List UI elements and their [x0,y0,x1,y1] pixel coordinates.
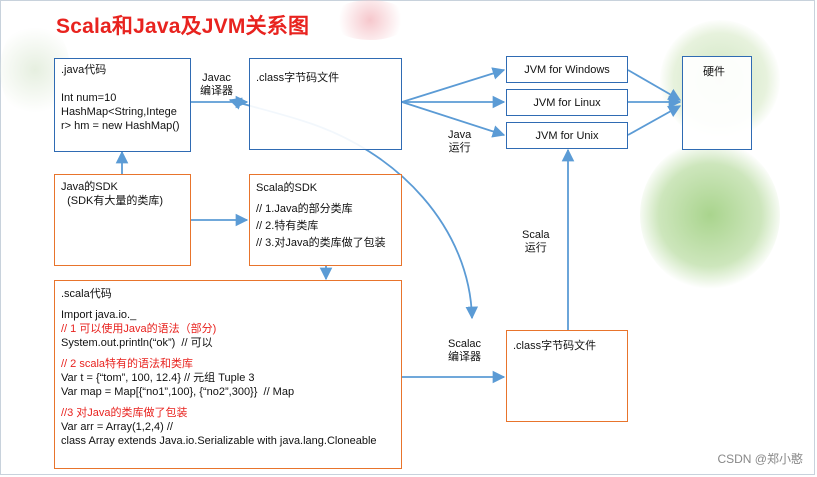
scala-code-line [61,399,395,406]
class-file-bottom-box: .class字节码文件 [506,330,628,422]
java-code-heading: .java代码 [61,64,107,76]
jvm-unix-box: JVM for Unix [506,122,628,149]
javac-compiler-label: Javac 编译器 [200,72,233,97]
scala-sdk-line-2: // 2.特有类库 [256,220,319,232]
scala-code-line: Var map = Map[{“no1”,100}, {“no2”,300}} … [61,386,295,398]
scala-code-box: .scala代码 Import java.io._ // 1 可以使用Java的语… [54,280,402,469]
scala-code-line: // 2 scala特有的语法和类库 [61,358,194,370]
java-code-line-2: HashMap<String,Intege [61,106,177,118]
scala-code-line: //3 对Java的类库做了包装 [61,407,188,419]
class-file-bottom-heading: .class字节码文件 [513,340,597,352]
java-sdk-box: Java的SDK (SDK有大量的类库) [54,174,191,266]
java-code-line-1: Int num=10 [61,92,117,104]
jvm-linux-label: JVM for Linux [533,96,601,109]
scala-sdk-box: Scala的SDK // 1.Java的部分类库 // 2.特有类库 // 3.… [249,174,402,266]
arrow-windows-to-hw [627,69,682,101]
scala-sdk-line-1: // 1.Java的部分类库 [256,203,353,215]
hardware-label: 硬件 [703,66,725,78]
jvm-windows-label: JVM for Windows [524,63,610,76]
pink-splash [330,0,410,40]
scalac-compiler-label: Scalac 编译器 [448,338,482,363]
class-file-top-box: .class字节码文件 [249,58,402,150]
scala-run-label: Scala 运行 [522,229,550,254]
scala-code-lines: Import java.io._ // 1 可以使用Java的语法（部分) Syst… [61,308,395,448]
java-run-label: Java 运行 [448,129,472,154]
jvm-unix-label: JVM for Unix [535,129,599,142]
jvm-linux-box: JVM for Linux [506,89,628,116]
class-file-top-heading: .class字节码文件 [256,72,340,84]
scala-code-line: System.out.println(“ok”) // 可以 [61,337,213,349]
diagram-title: Scala和Java及JVM关系图 [56,15,310,38]
scala-code-line: class Array extends Java.io.Serializable… [61,435,377,447]
scala-sdk-line-3: // 3.对Java的类库做了包装 [256,237,386,249]
scala-sdk-heading: Scala的SDK [256,182,318,194]
scala-code-line: Var t = {“tom”, 100, 12.4} // 元组 Tuple 3 [61,372,255,384]
scala-code-line [61,350,395,357]
hardware-box: 硬件 [682,56,752,150]
java-sdk-line-2: (SDK有大量的类库) [61,195,164,207]
java-code-box: .java代码 Int num=10 HashMap<String,Intege… [54,58,191,152]
scala-code-heading: .scala代码 [61,288,112,300]
java-code-line-3: r> hm = new HashMap() [61,120,180,132]
scala-code-line: Var arr = Array(1,2,4) // [61,421,173,433]
csdn-watermark: CSDN @郑小憨 [717,452,803,466]
java-sdk-line-1: Java的SDK [61,181,118,193]
scala-code-line: Import java.io._ [61,309,137,321]
scala-code-line: // 1 可以使用Java的语法（部分) [61,323,217,335]
arrow-class-to-windows [401,67,506,103]
green-splash-right [640,140,780,290]
arrow-unix-to-hw [627,105,682,136]
jvm-windows-box: JVM for Windows [506,56,628,83]
